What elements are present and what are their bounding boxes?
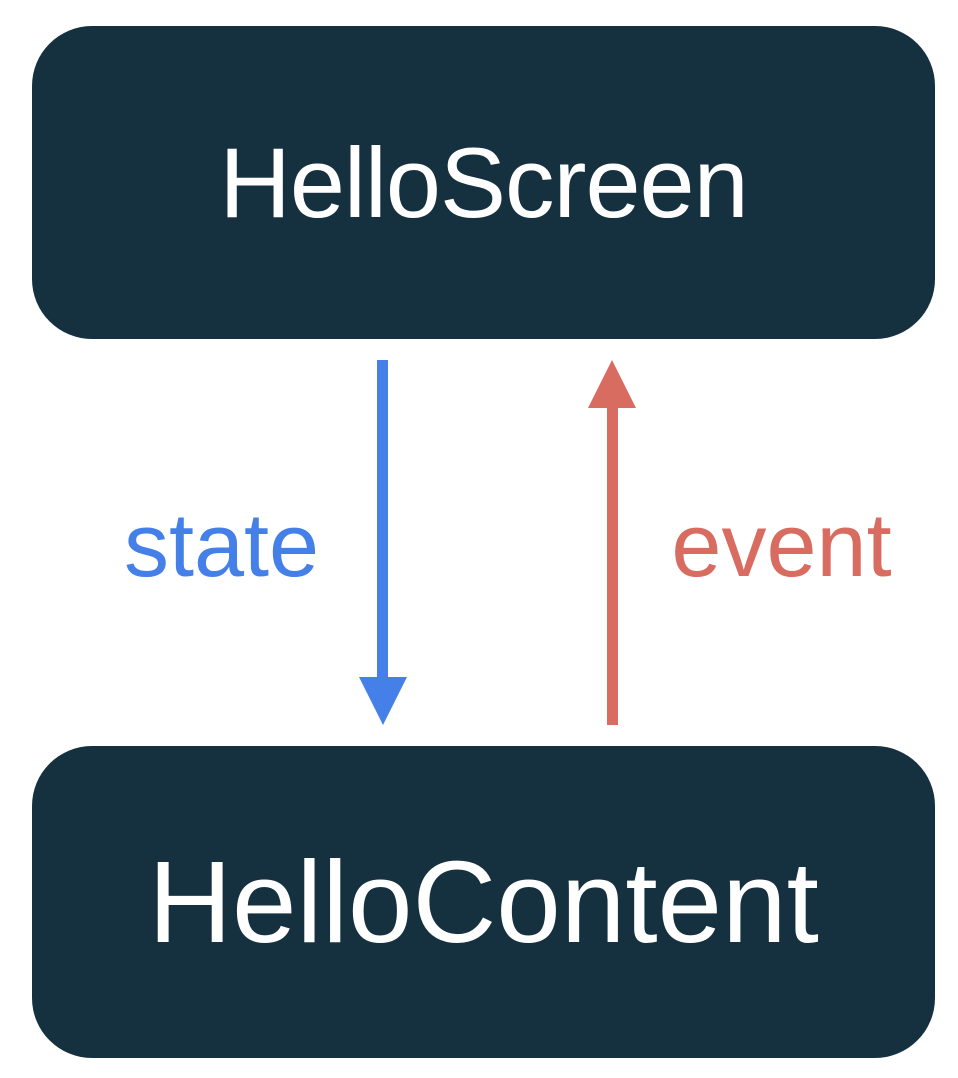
- state-edge-label: state: [123, 496, 320, 596]
- event-arrow-shaft: [607, 404, 618, 725]
- state-arrow-shaft: [377, 360, 388, 682]
- node-hello-screen-label: HelloScreen: [219, 126, 748, 238]
- arrow-up-icon: [588, 360, 636, 408]
- event-edge-label: event: [671, 496, 892, 596]
- arrow-down-icon: [359, 677, 407, 725]
- node-hello-screen: HelloScreen: [32, 26, 935, 339]
- node-hello-content-label: HelloContent: [148, 837, 819, 967]
- node-hello-content: HelloContent: [32, 746, 935, 1058]
